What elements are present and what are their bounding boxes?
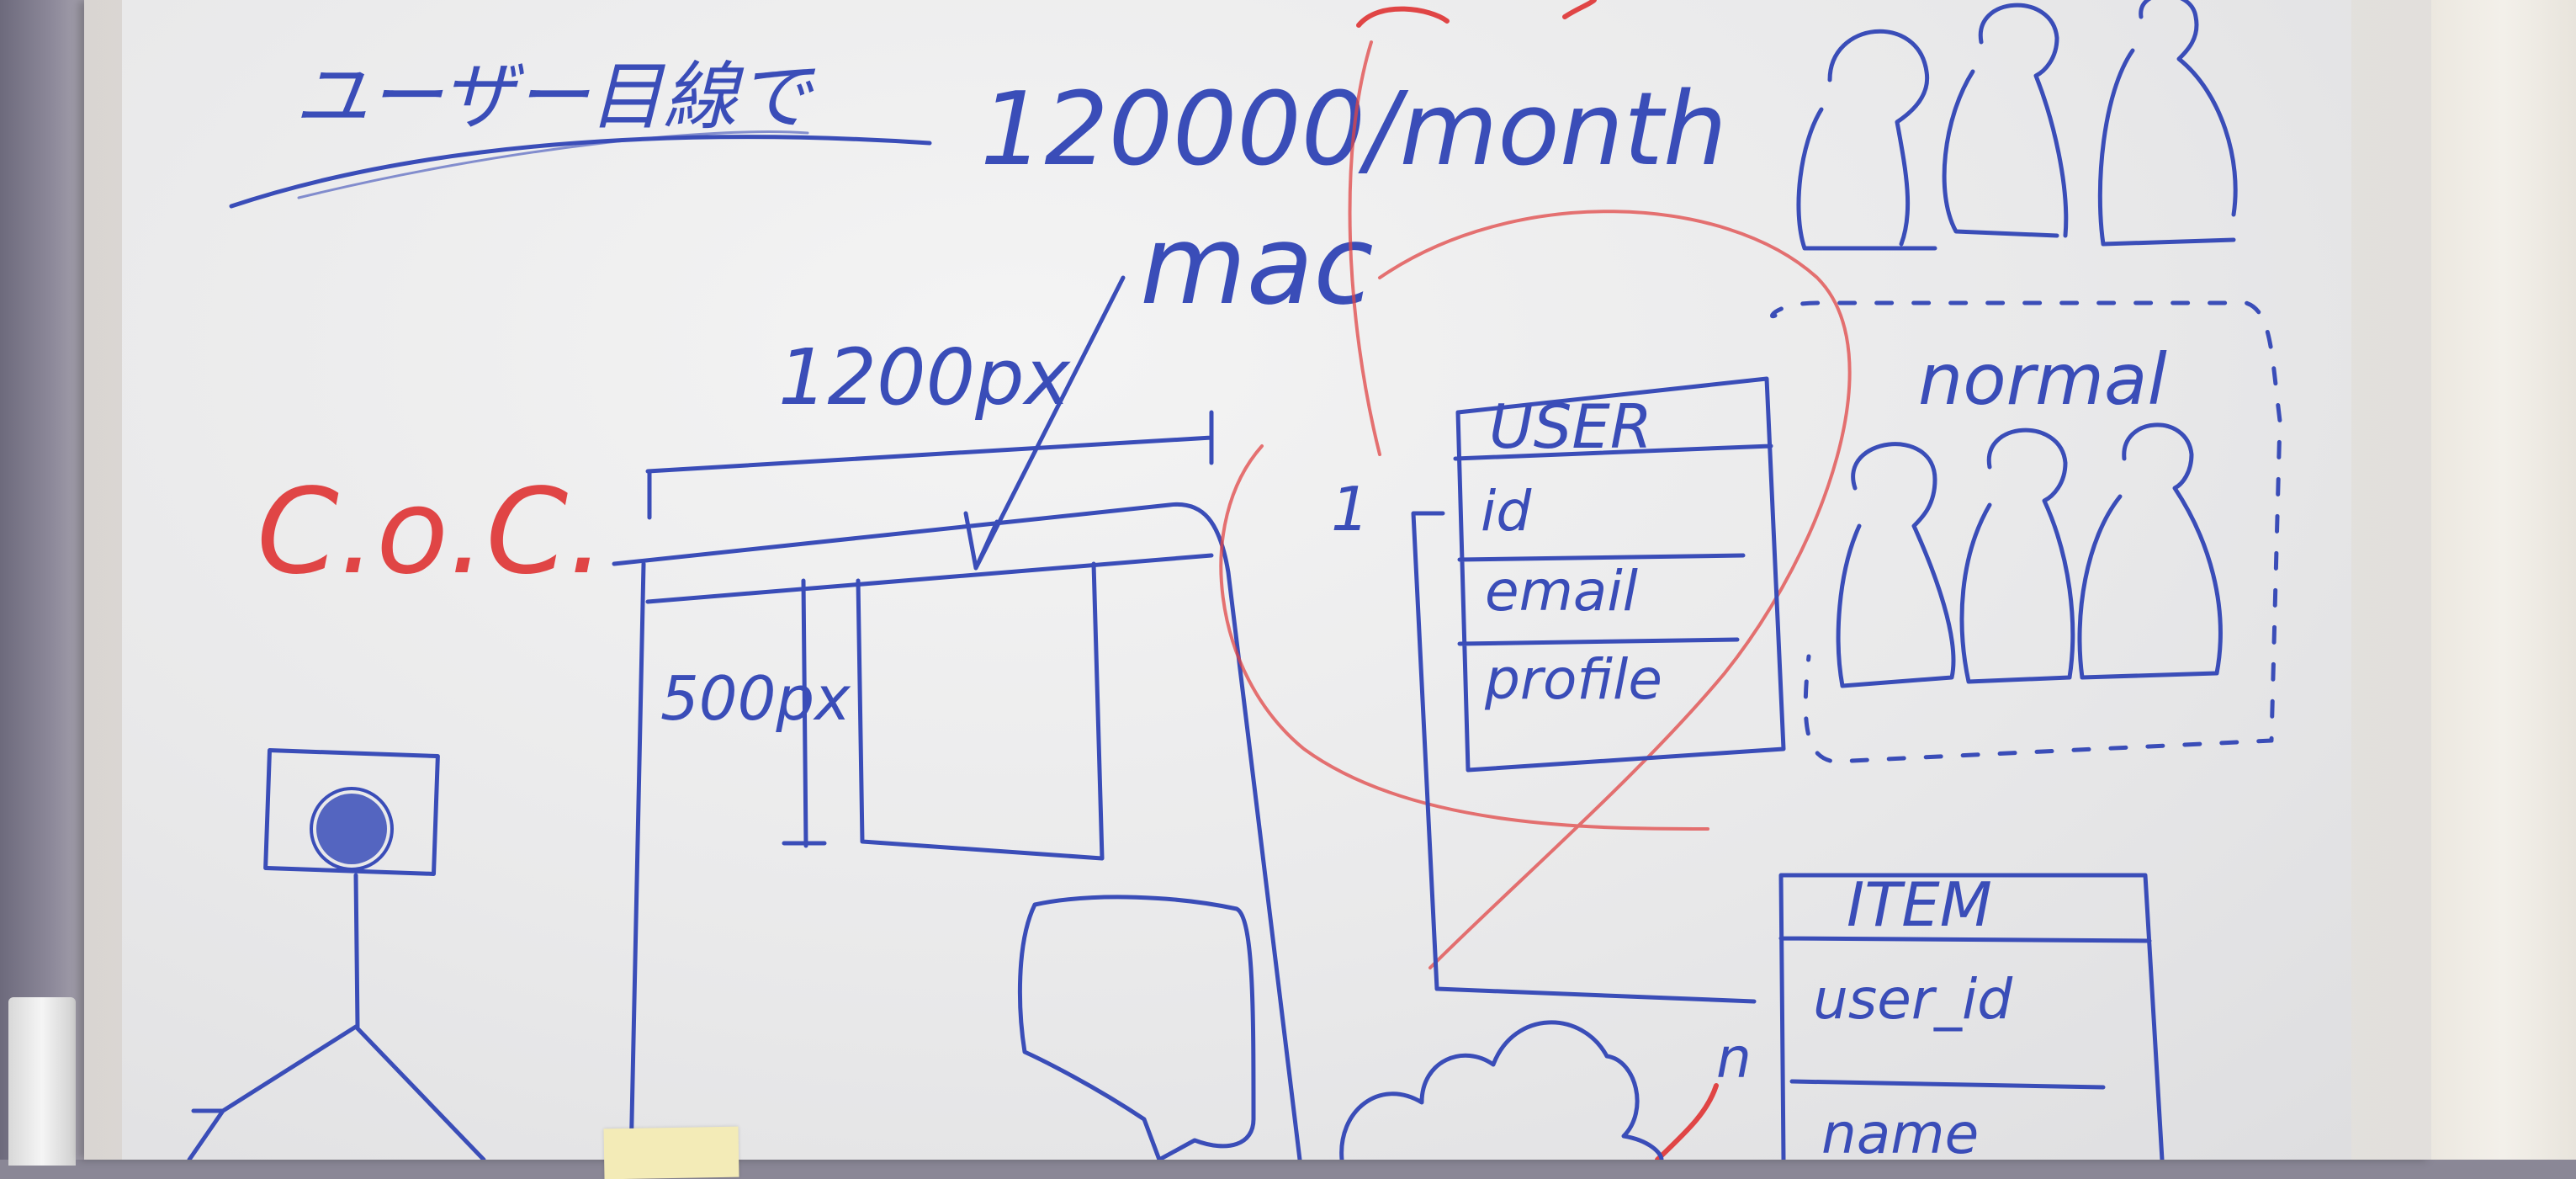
coc-label: C.o.C. bbox=[257, 464, 606, 601]
heading-underline bbox=[229, 135, 932, 209]
heading-underline-2 bbox=[297, 130, 809, 199]
person-icon bbox=[1942, 3, 2069, 238]
right-wall bbox=[2431, 0, 2576, 1160]
content-box bbox=[856, 561, 1105, 861]
user-field-email: email bbox=[1485, 559, 1639, 624]
sticky-note bbox=[603, 1126, 739, 1179]
left-wall bbox=[0, 0, 84, 1160]
red-scrawl-top bbox=[1356, 0, 1597, 28]
persona-label: normal bbox=[1918, 338, 2167, 421]
relation-n: n bbox=[1716, 1026, 1752, 1091]
whiteboard: ユーザー目線で 120000/month mac 1200px C.o.C. 5… bbox=[122, 0, 2351, 1160]
marker-holder bbox=[8, 997, 76, 1166]
cloud-icon bbox=[1339, 1020, 1664, 1160]
item-field-user-id: user_id bbox=[1813, 967, 2013, 1032]
width-dimension bbox=[645, 410, 1214, 520]
whiteboard-drawing: ユーザー目線で 120000/month mac 1200px C.o.C. 5… bbox=[187, 0, 2282, 1160]
person-icon bbox=[1959, 428, 2075, 684]
heading-jp: ユーザー目線で bbox=[294, 53, 815, 140]
relation-line bbox=[1411, 511, 1757, 1004]
user-field-profile: profile bbox=[1484, 647, 1662, 712]
people-group-dashed bbox=[1836, 422, 2223, 688]
height-label: 500px bbox=[660, 663, 851, 734]
item-field-name: name bbox=[1821, 1102, 1979, 1160]
browser-window bbox=[612, 502, 1302, 1160]
mac-label: mac bbox=[1140, 201, 1374, 329]
tree-node-box bbox=[263, 748, 440, 876]
user-field-id: id bbox=[1481, 479, 1532, 544]
people-group-top bbox=[1796, 0, 2238, 251]
mac-pointer bbox=[963, 275, 1126, 571]
width-label: 1200px bbox=[778, 332, 1072, 422]
person-icon bbox=[1796, 29, 1937, 251]
person-icon bbox=[2077, 422, 2223, 680]
speech-bubble bbox=[1017, 895, 1256, 1160]
user-table: USER id email profile bbox=[1453, 376, 1786, 773]
height-dimension bbox=[782, 578, 827, 848]
item-table-title: ITEM bbox=[1847, 869, 1992, 940]
user-table-title: USER bbox=[1489, 391, 1652, 462]
scribbled-circle-icon bbox=[310, 787, 394, 871]
item-table: ITEM user_id name bbox=[1778, 869, 2165, 1160]
person-icon bbox=[1836, 442, 1956, 688]
person-icon bbox=[2097, 0, 2238, 247]
relation-one: 1 bbox=[1331, 474, 1370, 544]
red-arrow-n bbox=[1655, 1083, 1719, 1160]
tree-lines bbox=[187, 873, 486, 1160]
red-loop bbox=[1219, 40, 1852, 969]
